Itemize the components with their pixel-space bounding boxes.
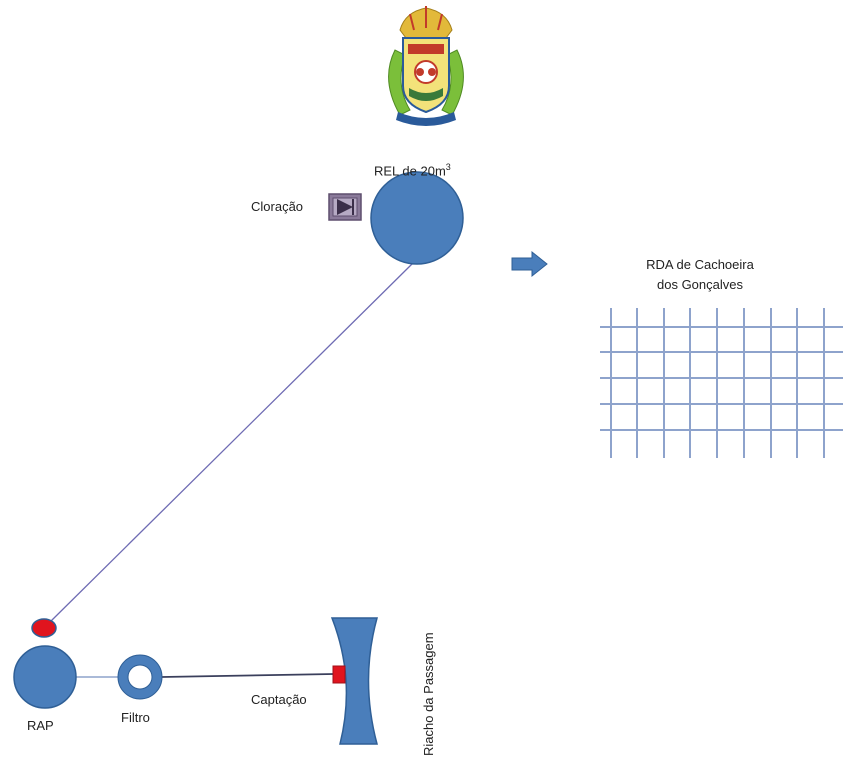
rap-reservoir <box>13 645 77 709</box>
riacho-label: Riacho da Passagem <box>421 632 436 756</box>
rel-reservoir <box>370 171 464 265</box>
cloracao-label: Cloração <box>251 199 304 214</box>
rda-distribution-grid <box>600 308 843 458</box>
pipe-filtro-to-captacao <box>161 673 335 678</box>
rel-label-superscript: 3 <box>445 162 451 172</box>
coat-of-arms-logo <box>388 6 464 126</box>
rda-label-line1: RDA de Cachoeira <box>646 257 754 272</box>
pipe-rap-to-rel <box>49 263 413 623</box>
rda-label: RDA de Cachoeira dos Gonçalves <box>630 257 770 293</box>
rap-label: RAP <box>27 718 54 733</box>
riacho-stream <box>330 617 378 745</box>
rda-label-line2: dos Gonçalves <box>657 277 743 292</box>
rel-label-text: REL de 20m <box>374 163 446 179</box>
filtro-label: Filtro <box>121 710 150 725</box>
right-arrow-icon <box>511 250 548 278</box>
chlorination-pump-icon <box>328 193 362 221</box>
rel-label: REL de 20m3 <box>374 159 451 179</box>
filtro-ring <box>118 655 162 699</box>
captacao-intake <box>332 665 346 684</box>
rap-valve <box>31 618 57 638</box>
captacao-label: Captação <box>251 692 307 707</box>
